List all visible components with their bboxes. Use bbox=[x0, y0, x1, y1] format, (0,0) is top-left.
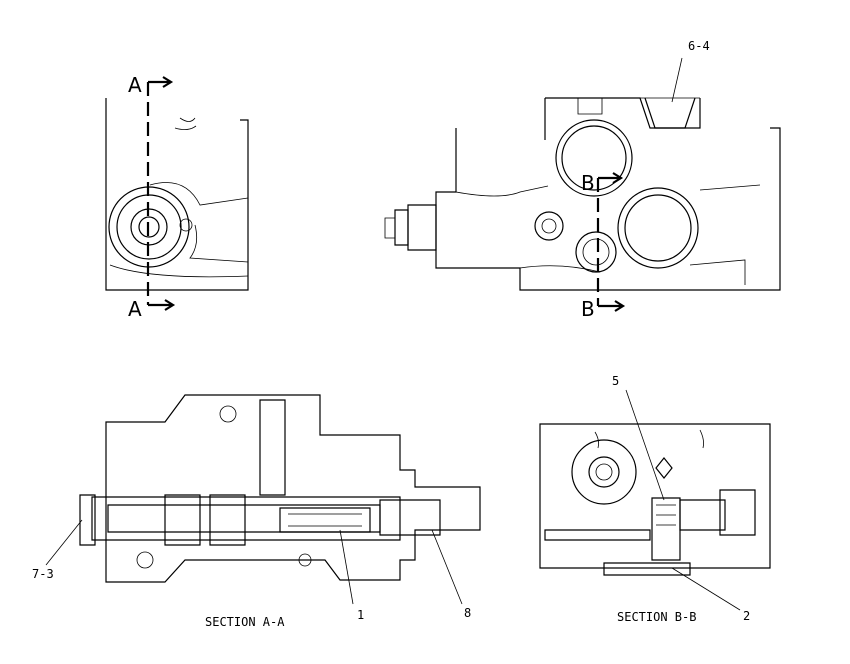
leader-lines bbox=[45, 57, 741, 611]
cut-label-b-top: B bbox=[581, 171, 595, 195]
callout-6-4: 6-4 bbox=[688, 39, 710, 53]
section-a-a-drawing bbox=[79, 394, 481, 583]
section-b-b-title: SECTION B-B bbox=[617, 610, 696, 624]
cut-label-b-bottom: B bbox=[581, 297, 595, 321]
callout-5: 5 bbox=[612, 374, 619, 388]
cut-label-a-bottom: A bbox=[128, 297, 142, 321]
cut-label-a-top: A bbox=[128, 73, 142, 97]
top-right-view bbox=[384, 97, 781, 312]
callout-7-3: 7-3 bbox=[32, 567, 54, 581]
top-left-view bbox=[105, 76, 249, 311]
section-a-a-title: SECTION A-A bbox=[205, 615, 285, 629]
callout-8: 8 bbox=[464, 606, 471, 620]
callout-2: 2 bbox=[743, 609, 750, 623]
callout-1: 1 bbox=[357, 608, 364, 622]
section-b-b-drawing bbox=[539, 423, 771, 576]
